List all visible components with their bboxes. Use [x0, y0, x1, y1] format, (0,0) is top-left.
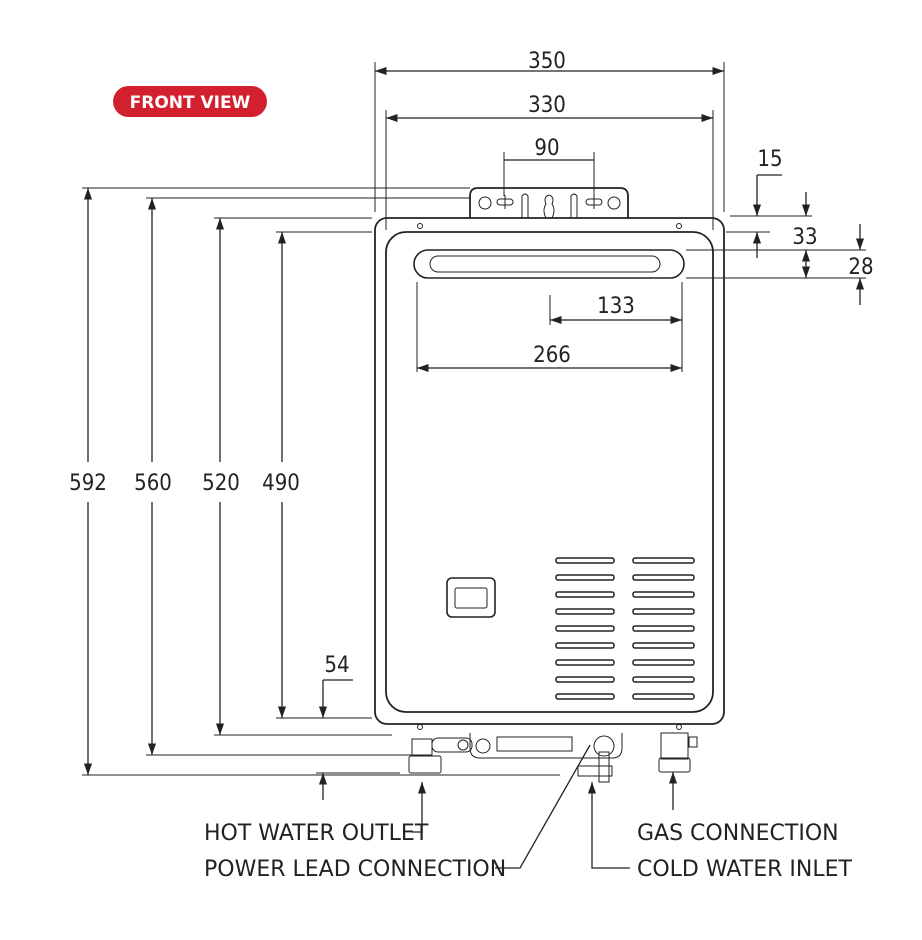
cold-water-inlet-label: COLD WATER INLET [637, 857, 852, 882]
vent-slat [555, 557, 615, 564]
hot-water-outlet-label: HOT WATER OUTLET [204, 821, 429, 846]
dim-330: 330 [528, 93, 566, 118]
vent-slat [632, 642, 695, 649]
front-view-label: FRONT VIEW [130, 93, 251, 113]
vent-slat [555, 625, 615, 632]
vent-slat [555, 693, 615, 700]
gas-connection-label: GAS CONNECTION [637, 821, 839, 846]
vent-slat [555, 642, 615, 649]
vent-slat [632, 625, 695, 632]
water-heater-unit [374, 187, 725, 783]
vent-slat [632, 591, 695, 598]
dim-90: 90 [534, 136, 559, 161]
gas-connection-fitting [660, 732, 689, 760]
dim-520: 520 [202, 471, 240, 496]
front-view-badge: FRONT VIEW [113, 86, 267, 117]
gas-valve-lever [598, 751, 610, 783]
display-window [446, 577, 496, 618]
dim-592: 592 [69, 471, 107, 496]
dim-350: 350 [528, 49, 566, 74]
vent-slat [632, 693, 695, 700]
dim-54: 54 [324, 653, 349, 678]
vent-slat [632, 608, 695, 615]
vent-slat [632, 659, 695, 666]
air-slot [413, 249, 685, 279]
mounting-bracket [469, 187, 629, 218]
dim-15: 15 [757, 147, 782, 172]
hot-water-outlet-fitting [408, 755, 442, 774]
vent-slat [555, 659, 615, 666]
dim-133: 133 [597, 294, 635, 319]
front-panel [385, 231, 714, 713]
vent-slat [555, 676, 615, 683]
dim-266: 266 [533, 343, 571, 368]
vent-slat [555, 608, 615, 615]
bottom-fittings [408, 732, 698, 783]
vent-slat [632, 574, 695, 581]
vent-slat [555, 574, 615, 581]
vent-grille [555, 557, 695, 700]
dim-560: 560 [134, 471, 172, 496]
power-lead-connection-label: POWER LEAD CONNECTION [204, 857, 506, 882]
callout-leaders [412, 744, 678, 869]
vent-slat [555, 591, 615, 598]
dim-33: 33 [792, 225, 817, 250]
vent-slat [632, 557, 695, 564]
dim-28: 28 [848, 255, 873, 280]
dimension-lines [82, 62, 866, 800]
dim-490: 490 [262, 471, 300, 496]
vent-slat [632, 676, 695, 683]
